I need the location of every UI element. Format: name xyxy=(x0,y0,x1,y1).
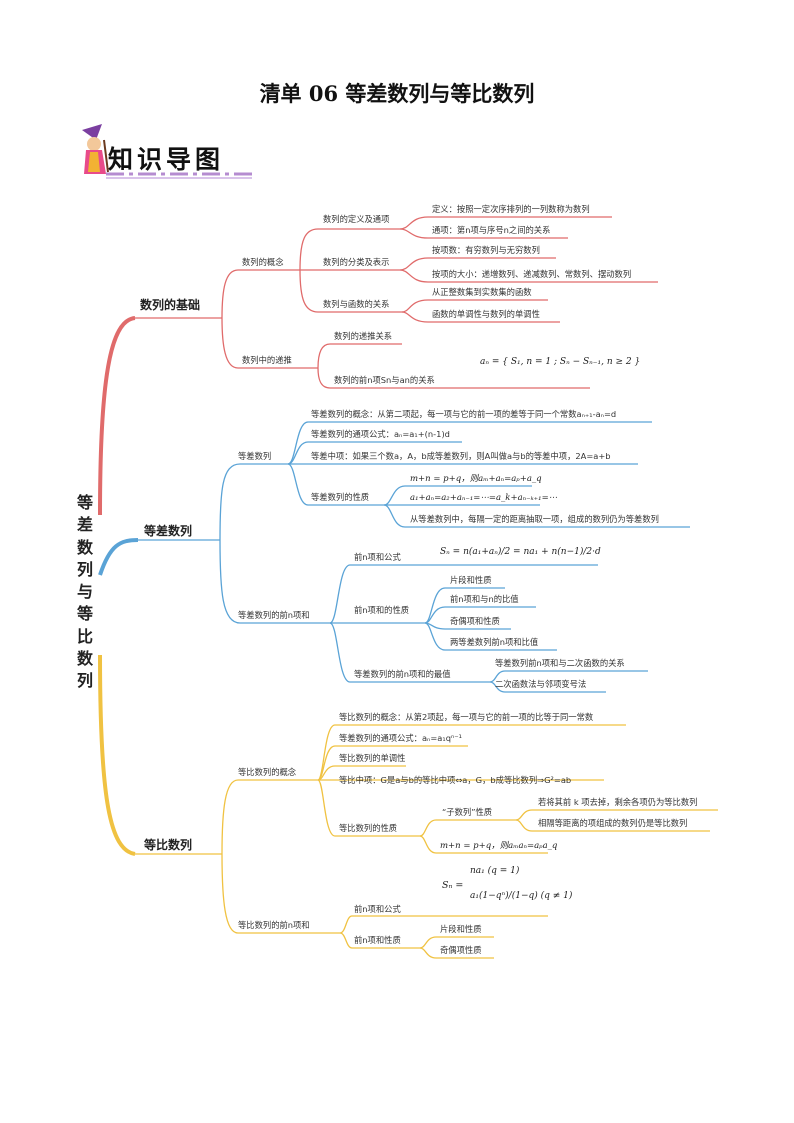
leaf-arith-mid: 等差中项：如果三个数a，A，b成等差数列，则A叫做a与b的等差中项，2A=a+b xyxy=(311,451,611,461)
leaf-s1: 若将其前 k 项去掉，剩余各项仍为等比数列 xyxy=(538,797,698,807)
node-arith-props: 等差数列的性质 xyxy=(311,492,370,502)
leaf-geo-p1: m+n = p+q，则aₘaₙ=aₚa_q xyxy=(440,841,558,851)
leaf-sn-an: 数列的前n项Sn与an的关系 xyxy=(334,375,435,385)
node-subseq: “子数列”性质 xyxy=(442,807,493,817)
leaf-arith-p1: m+n = p+q，则aₘ+aₙ=aₚ+a_q xyxy=(410,474,542,484)
wizard-icon xyxy=(82,124,109,174)
leaf-geo-mono: 等比数列的单调性 xyxy=(339,753,406,763)
branch-basics: 数列的基础 xyxy=(140,298,201,312)
leaf-arith-p3: 从等差数列中，每隔一定的距离抽取一项，组成的数列仍为等差数列 xyxy=(410,514,659,524)
node-geo-props: 等比数列的性质 xyxy=(339,823,398,833)
leaf-geo-general: 等差数列的通项公式：aₙ=a₁qⁿ⁻¹ xyxy=(339,733,462,743)
leaf-sp2: 前n项和与n的比值 xyxy=(450,594,519,604)
node-func-rel: 数列与函数的关系 xyxy=(323,299,390,309)
leaf-geo-mid: 等比中项：G是a与b的等比中项⇔a，G，b成等比数列⇒G²=ab xyxy=(339,775,572,785)
leaf-e2: 二次函数法与邻项变号法 xyxy=(495,679,587,689)
leaf-general-term: 通项：第n项与序号n之间的关系 xyxy=(432,225,551,235)
node-extreme: 等差数列的前n项和的最值 xyxy=(354,669,451,679)
leaf-sp4: 两等差数列前n项和比值 xyxy=(450,637,539,647)
leaf-arith-general: 等差数列的通项公式：aₙ=a₁+(n-1)d xyxy=(311,429,450,439)
formula-geo-q1: na₁ (q = 1) xyxy=(470,866,520,876)
node-geo-sum: 等比数列的前n项和 xyxy=(238,920,310,930)
leaf-sp3: 奇偶项和性质 xyxy=(450,616,500,626)
leaf-monotone: 函数的单调性与数列的单调性 xyxy=(432,309,540,319)
branch-arith: 等差数列 xyxy=(144,524,193,538)
node-arith: 等差数列 xyxy=(238,451,272,461)
node-sum-props: 前n项和的性质 xyxy=(354,605,410,615)
leaf-e1: 等差数列前n项和与二次函数的关系 xyxy=(495,658,625,668)
node-arith-sum: 等差数列的前n项和 xyxy=(238,610,310,620)
leaf-geo-concept: 等比数列的概念：从第2项起，每一项与它的前一项的比等于同一常数 xyxy=(339,712,594,722)
formula-geo-s: Sₙ = xyxy=(442,880,464,891)
leaf-sp1: 片段和性质 xyxy=(450,575,492,585)
leaf-by-count: 按项数：有穷数列与无穷数列 xyxy=(432,245,540,255)
formula-geo-qn1: a₁(1−qⁿ)/(1−q) (q ≠ 1) xyxy=(470,891,573,901)
leaf-geo-sp2: 奇偶项性质 xyxy=(440,945,482,955)
badge-title: 知识导图 xyxy=(108,145,225,174)
node-recursion: 数列中的递推 xyxy=(242,355,292,365)
mind-map-badge xyxy=(82,124,252,179)
node-sum-formula: 前n项和公式 xyxy=(354,552,401,562)
leaf-by-size: 按项的大小：递增数列、递减数列、常数列、摆动数列 xyxy=(432,269,632,279)
node-geo-concept: 等比数列的概念 xyxy=(238,767,297,777)
node-class-repr: 数列的分类及表示 xyxy=(323,257,390,267)
formula-an-sn: aₙ = { S₁, n = 1 ; Sₙ − Sₙ₋₁, n ≥ 2 } xyxy=(480,357,641,367)
node-concept: 数列的概念 xyxy=(242,257,284,267)
leaf-s2: 相隔等距离的项组成的数列仍是等比数列 xyxy=(538,818,688,828)
leaf-arith-concept: 等差数列的概念：从第二项起，每一项与它的前一项的差等于同一个常数aₙ₊₁-aₙ=… xyxy=(311,409,617,419)
formula-arith-sum: Sₙ = n(a₁+aₙ)/2 = na₁ + n(n−1)/2·d xyxy=(440,547,601,557)
page-title: 清单 06 等差数列与等比数列 xyxy=(259,81,535,106)
node-geo-sum-props: 前n项和性质 xyxy=(354,935,401,945)
leaf-recur-rel: 数列的递推关系 xyxy=(334,331,393,341)
leaf-arith-p2: a₁+aₙ=a₂+aₙ₋₁=⋯=a_k+aₙ₋ₖ₊₁=⋯ xyxy=(410,493,558,503)
node-def-general: 数列的定义及通项 xyxy=(323,214,390,224)
node-geo-sum-formula: 前n项和公式 xyxy=(354,904,401,914)
leaf-def: 定义：按照一定次序排列的一列数称为数列 xyxy=(432,204,590,214)
branch-geo: 等比数列 xyxy=(144,838,193,852)
root-node: 等差数列与等比数列 xyxy=(76,493,93,691)
leaf-positive-int: 从正整数集到实数集的函数 xyxy=(432,287,532,297)
leaf-geo-sp1: 片段和性质 xyxy=(440,924,482,934)
